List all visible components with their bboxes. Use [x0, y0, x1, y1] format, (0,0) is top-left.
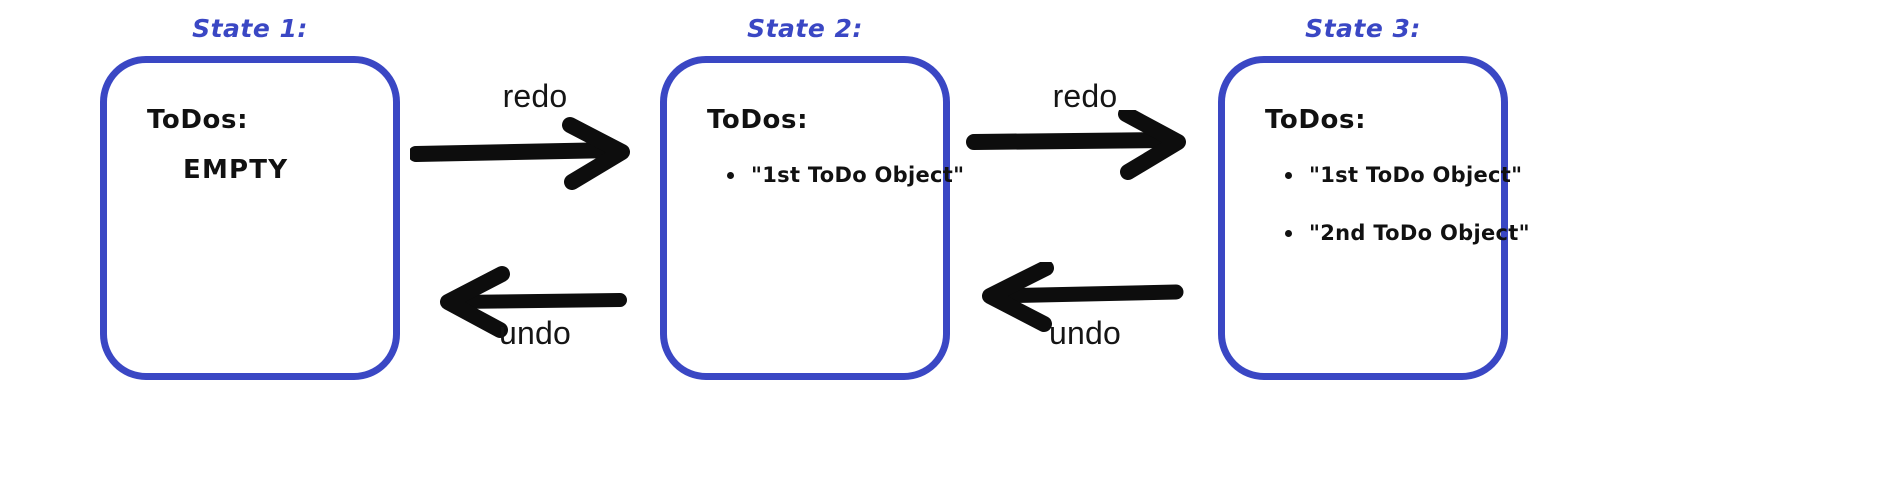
list-item[interactable]: "2nd ToDo Object"	[1283, 221, 1530, 245]
connector-2-undo-arrow-icon	[982, 262, 1184, 332]
state-2-content: ToDos: "1st ToDo Object"	[707, 105, 964, 221]
state-group-1: State 1: ToDos: EMPTY	[100, 0, 400, 496]
connector-2-undo-label: undo	[1049, 315, 1121, 351]
state-1-heading: ToDos:	[147, 105, 249, 135]
bullet-icon	[727, 172, 734, 179]
list-item[interactable]: "1st ToDo Object"	[1283, 163, 1522, 187]
state-2-heading: ToDos:	[707, 105, 809, 135]
state-3-label: State 3:	[1305, 14, 1421, 43]
state-2-todo-list: "1st ToDo Object"	[725, 163, 964, 187]
connector-1-undo-label: undo	[499, 315, 571, 351]
state-1-content: ToDos: EMPTY	[147, 105, 369, 185]
state-3-box[interactable]: ToDos: "1st ToDo Object" "2nd ToDo Objec…	[1218, 56, 1530, 380]
list-item-label: "2nd ToDo Object"	[1309, 221, 1530, 245]
connector-1-redo-label: redo	[502, 78, 568, 114]
list-item[interactable]: "1st ToDo Object"	[725, 163, 964, 187]
connector-1: redo undo	[410, 0, 660, 496]
connector-2: redo undo	[960, 0, 1210, 496]
state-1-empty-value: EMPTY	[183, 155, 289, 185]
bullet-icon	[1285, 230, 1292, 237]
connector-2-redo-arrow-icon	[966, 110, 1186, 180]
list-item-label: "1st ToDo Object"	[1309, 163, 1523, 187]
state-group-3: State 3: ToDos: "1st ToDo Object" "2nd T…	[1218, 0, 1530, 496]
state-1-box[interactable]: ToDos: EMPTY	[100, 56, 400, 380]
connector-2-redo-label: redo	[1052, 78, 1118, 114]
bullet-icon	[1285, 172, 1292, 179]
list-item-label: "1st ToDo Object"	[751, 163, 965, 187]
connector-1-undo-arrow-icon	[440, 266, 627, 338]
connector-1-redo-arrow-icon	[410, 117, 630, 190]
state-3-todo-list: "1st ToDo Object" "2nd ToDo Object"	[1283, 163, 1530, 245]
state-group-2: State 2: ToDos: "1st ToDo Object"	[660, 0, 964, 496]
state-2-label: State 2:	[747, 14, 863, 43]
state-3-content: ToDos: "1st ToDo Object" "2nd ToDo Objec…	[1265, 105, 1530, 279]
state-3-heading: ToDos:	[1265, 105, 1367, 135]
state-2-box[interactable]: ToDos: "1st ToDo Object"	[660, 56, 964, 380]
state-1-label: State 1:	[192, 14, 308, 43]
